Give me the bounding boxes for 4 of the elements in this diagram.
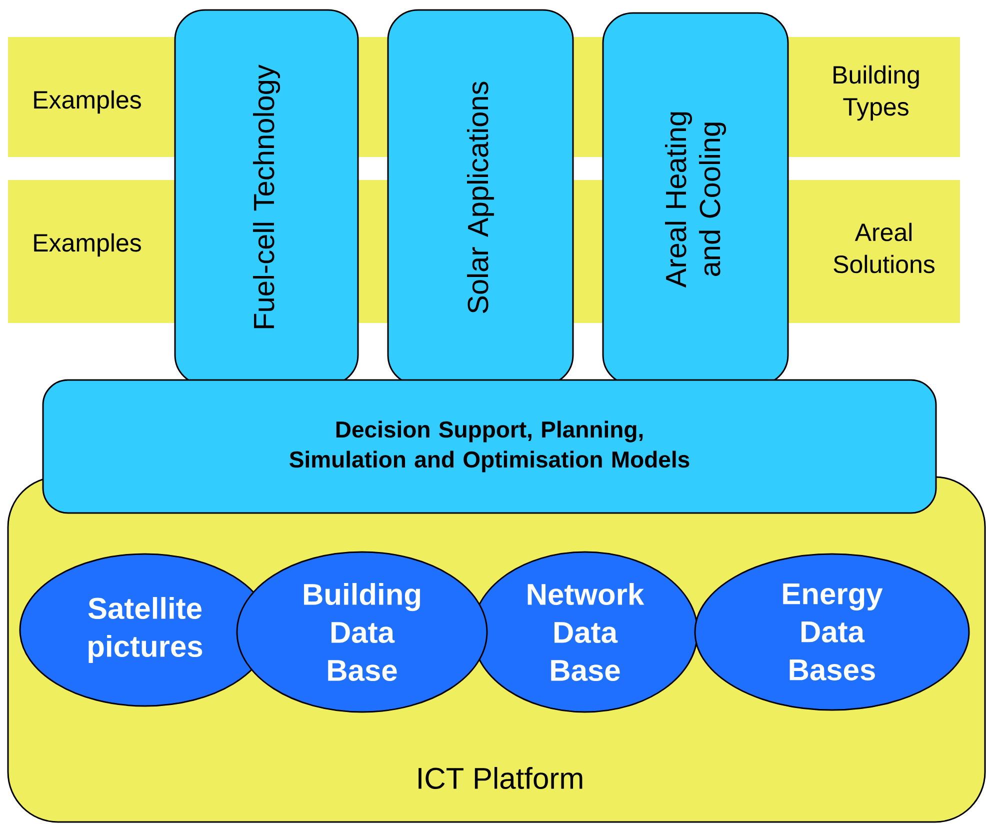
category-box: Fuel-cell Technology <box>174 9 359 386</box>
models-box: Decision Support, Planning, Simulation and Optimisation Models <box>42 379 937 514</box>
category-box: Solar Applications <box>387 9 574 386</box>
category-box: Areal Heating and Cooling <box>602 12 789 386</box>
